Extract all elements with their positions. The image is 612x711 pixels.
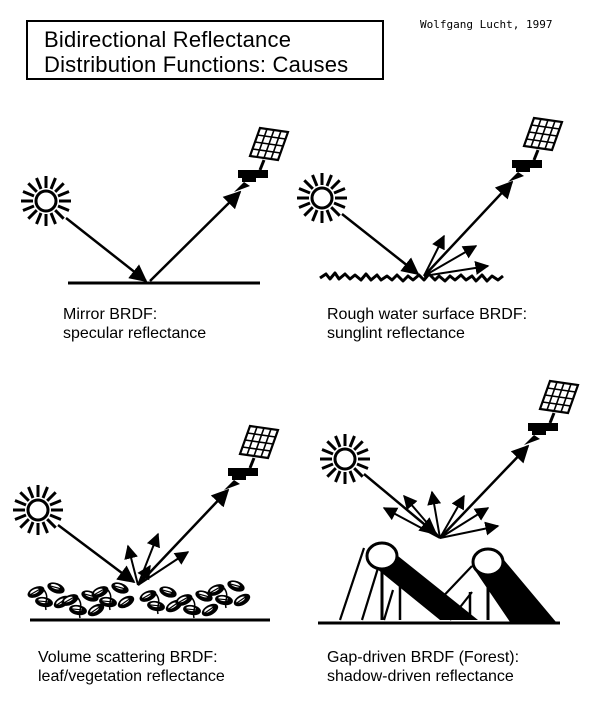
sun-icon	[11, 483, 65, 537]
caption-mirror-line1: Mirror BRDF:	[63, 306, 158, 323]
plant-icon	[26, 580, 73, 611]
tree-crown-icon	[433, 547, 556, 622]
scatter-ray	[439, 494, 465, 539]
reflected-ray	[439, 444, 530, 539]
caption-volume-line2: leaf/vegetation reflectance	[38, 668, 225, 685]
panel-volume	[11, 424, 280, 622]
satellite-icon	[522, 379, 580, 447]
title-line-1: Bidirectional Reflectance	[44, 27, 292, 52]
reflected-ray	[149, 190, 242, 282]
caption-water: Rough water surface BRDF: sunglint refle…	[327, 305, 527, 343]
scatter-ray	[439, 521, 500, 539]
incident-ray	[57, 524, 136, 584]
caption-water-line2: sunglint reflectance	[327, 325, 465, 342]
reflected-ray	[423, 180, 514, 277]
sun-icon	[295, 171, 349, 225]
caption-mirror-line2: specular reflectance	[63, 325, 207, 342]
wavy-water-surface	[319, 271, 504, 283]
incident-ray	[341, 213, 420, 276]
caption-gap: Gap-driven BRDF (Forest): shadow-driven …	[327, 648, 519, 686]
caption-mirror: Mirror BRDF: specular reflectance	[63, 305, 206, 343]
title-line-2: Distribution Functions: Causes	[44, 52, 349, 77]
satellite-icon	[232, 126, 290, 194]
reflected-ray	[137, 488, 230, 586]
sun-icon	[19, 174, 73, 228]
tree-crown-icon	[365, 541, 478, 620]
scatter-ray	[382, 507, 441, 539]
glint-ray	[423, 234, 445, 277]
satellite-icon	[222, 424, 280, 492]
incident-ray	[65, 217, 148, 283]
panel-gap	[318, 379, 580, 625]
glint-ray	[423, 245, 478, 277]
scatter-ray	[137, 564, 151, 586]
incident-ray	[363, 473, 438, 536]
author-credit: Wolfgang Lucht, 1997	[420, 18, 553, 31]
shadow-hatching	[338, 547, 395, 621]
scatter-ray	[427, 490, 442, 539]
sun-icon	[318, 432, 372, 486]
caption-gap-line1: Gap-driven BRDF (Forest):	[327, 649, 520, 666]
caption-volume-line1: Volume scattering BRDF:	[38, 649, 218, 666]
scatter-ray	[439, 507, 490, 539]
scatter-ray	[124, 544, 139, 586]
satellite-icon	[506, 116, 564, 184]
title-box: Bidirectional Reflectance Distribution F…	[26, 20, 384, 80]
scatter-ray	[403, 494, 441, 539]
caption-water-line1: Rough water surface BRDF:	[327, 306, 528, 323]
panel-mirror	[19, 126, 290, 285]
caption-volume: Volume scattering BRDF: leaf/vegetation …	[38, 648, 225, 686]
panel-water	[295, 116, 564, 283]
caption-gap-line2: shadow-driven reflectance	[327, 668, 514, 685]
glint-ray	[423, 261, 490, 277]
